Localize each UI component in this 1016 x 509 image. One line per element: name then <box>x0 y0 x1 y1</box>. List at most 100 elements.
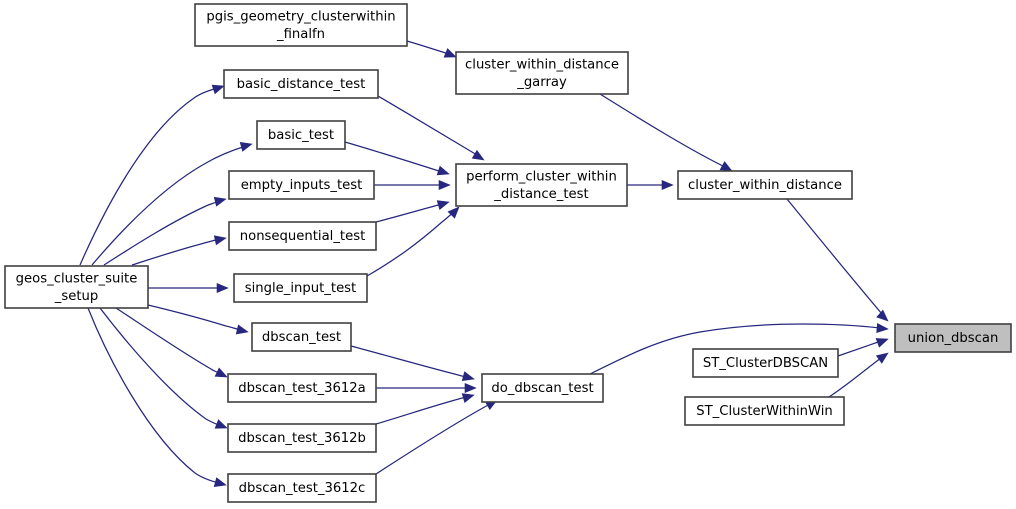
edge-line <box>103 200 220 266</box>
call-edge <box>377 95 485 161</box>
node-label: _garray <box>516 75 567 90</box>
node-label: nonsequential_test <box>240 229 365 244</box>
call-edge <box>786 198 889 322</box>
edge-line <box>350 345 467 378</box>
node-box[interactable] <box>194 3 408 47</box>
edge-line <box>377 95 478 156</box>
node-label: _setup <box>54 289 98 304</box>
graph-node-basic_distance_test[interactable]: basic_distance_test <box>223 69 379 99</box>
edge-line <box>786 198 883 315</box>
node-label: perform_cluster_within <box>466 169 617 184</box>
edge-arrowhead-icon <box>875 338 889 348</box>
graph-node-nonsequential_test[interactable]: nonsequential_test <box>228 221 377 251</box>
call-edge <box>366 206 460 277</box>
edge-arrowhead-icon <box>438 179 451 191</box>
node-box[interactable] <box>251 322 352 352</box>
node-label: dbscan_test_3612b <box>238 431 366 446</box>
call-edge <box>599 93 733 172</box>
graph-node-basic_test[interactable]: basic_test <box>256 120 346 150</box>
call-edge <box>627 179 674 191</box>
node-box[interactable] <box>684 396 845 426</box>
node-label: empty_inputs_test <box>241 178 363 193</box>
call-edge <box>87 307 227 487</box>
edge-arrowhead-icon <box>213 235 227 246</box>
node-box[interactable] <box>894 323 1012 353</box>
node-label: ST_ClusterDBSCAN <box>703 356 828 371</box>
edge-line <box>375 396 467 425</box>
edge-arrowhead-icon <box>875 352 889 364</box>
node-box[interactable] <box>455 51 629 95</box>
node-label: geos_cluster_suite <box>16 271 138 286</box>
node-box[interactable] <box>677 170 853 200</box>
graph-node-pgis_geometry_clusterwithin_finalfn[interactable]: pgis_geometry_clusterwithin_finalfn <box>194 3 408 47</box>
node-box[interactable] <box>227 473 377 503</box>
node-label: ST_ClusterWithinWin <box>696 404 833 419</box>
node-label: dbscan_test_3612c <box>239 481 366 496</box>
edge-arrowhead-icon <box>461 393 475 403</box>
graph-node-do_dbscan_test[interactable]: do_dbscan_test <box>481 373 604 403</box>
edge-line <box>406 40 450 55</box>
graph-node-cluster_within_distance_garray[interactable]: cluster_within_distance_garray <box>455 51 629 95</box>
edges-layer <box>79 40 889 487</box>
node-label: _distance_test <box>493 187 588 202</box>
graph-node-dbscan_test[interactable]: dbscan_test <box>251 322 352 352</box>
node-label: basic_test <box>268 128 334 143</box>
node-box[interactable] <box>223 69 379 99</box>
call-edge <box>103 196 227 266</box>
call-edge <box>589 322 889 375</box>
edge-arrowhead-icon <box>235 324 249 335</box>
node-box[interactable] <box>692 348 839 378</box>
node-label: pgis_geometry_clusterwithin <box>206 9 395 24</box>
edge-line <box>79 87 219 266</box>
graph-node-ST_ClusterDBSCAN[interactable]: ST_ClusterDBSCAN <box>692 348 839 378</box>
node-label: dbscan_test_3612a <box>238 381 365 396</box>
graph-node-empty_inputs_test[interactable]: empty_inputs_test <box>228 170 375 200</box>
edge-line <box>99 307 222 427</box>
edge-arrowhead-icon <box>876 322 889 334</box>
graph-node-ST_ClusterWithinWin[interactable]: ST_ClusterWithinWin <box>684 396 845 426</box>
call-edge <box>131 235 227 266</box>
call-edge <box>375 399 498 475</box>
node-box[interactable] <box>228 221 377 251</box>
call-edge <box>837 338 889 357</box>
graph-node-single_input_test[interactable]: single_input_test <box>233 273 368 303</box>
edge-line <box>375 403 491 475</box>
edge-arrowhead-icon <box>216 282 229 294</box>
node-box[interactable] <box>227 423 377 453</box>
edge-arrowhead-icon <box>436 165 450 176</box>
edge-arrowhead-icon <box>464 382 477 394</box>
node-box[interactable] <box>228 170 375 200</box>
node-box[interactable] <box>256 120 346 150</box>
edge-arrowhead-icon <box>471 149 485 161</box>
edge-arrowhead-icon <box>214 419 228 429</box>
call-edge <box>375 200 450 223</box>
graph-node-union_dbscan[interactable]: union_dbscan <box>894 323 1012 353</box>
graph-node-geos_cluster_suite_setup[interactable]: geos_cluster_suite _setup <box>4 265 149 309</box>
call-edge <box>374 179 451 191</box>
edge-line <box>131 238 220 266</box>
call-edge <box>79 84 225 266</box>
edge-arrowhead-icon <box>876 309 889 322</box>
graph-node-perform_cluster_within_distance_test[interactable]: perform_cluster_within _distance_test <box>455 163 628 207</box>
graph-node-dbscan_test_3612b[interactable]: dbscan_test_3612b <box>227 423 377 453</box>
node-box[interactable] <box>481 373 604 403</box>
graph-node-cluster_within_distance[interactable]: cluster_within_distance <box>677 170 853 200</box>
call-edge <box>91 142 253 266</box>
edge-line <box>828 357 882 398</box>
edge-line <box>366 211 455 277</box>
node-box[interactable] <box>455 163 628 207</box>
edge-line <box>375 203 443 223</box>
edge-line <box>87 307 220 484</box>
edge-arrowhead-icon <box>447 206 460 219</box>
edge-line <box>91 145 247 266</box>
call-edge <box>148 282 229 294</box>
node-box[interactable] <box>4 265 149 309</box>
graph-node-dbscan_test_3612c[interactable]: dbscan_test_3612c <box>227 473 377 503</box>
node-box[interactable] <box>233 273 368 303</box>
node-box[interactable] <box>227 373 377 403</box>
node-label: union_dbscan <box>908 331 999 346</box>
edge-line <box>115 307 222 375</box>
edge-arrowhead-icon <box>461 371 475 381</box>
graph-node-dbscan_test_3612a[interactable]: dbscan_test_3612a <box>227 373 377 403</box>
